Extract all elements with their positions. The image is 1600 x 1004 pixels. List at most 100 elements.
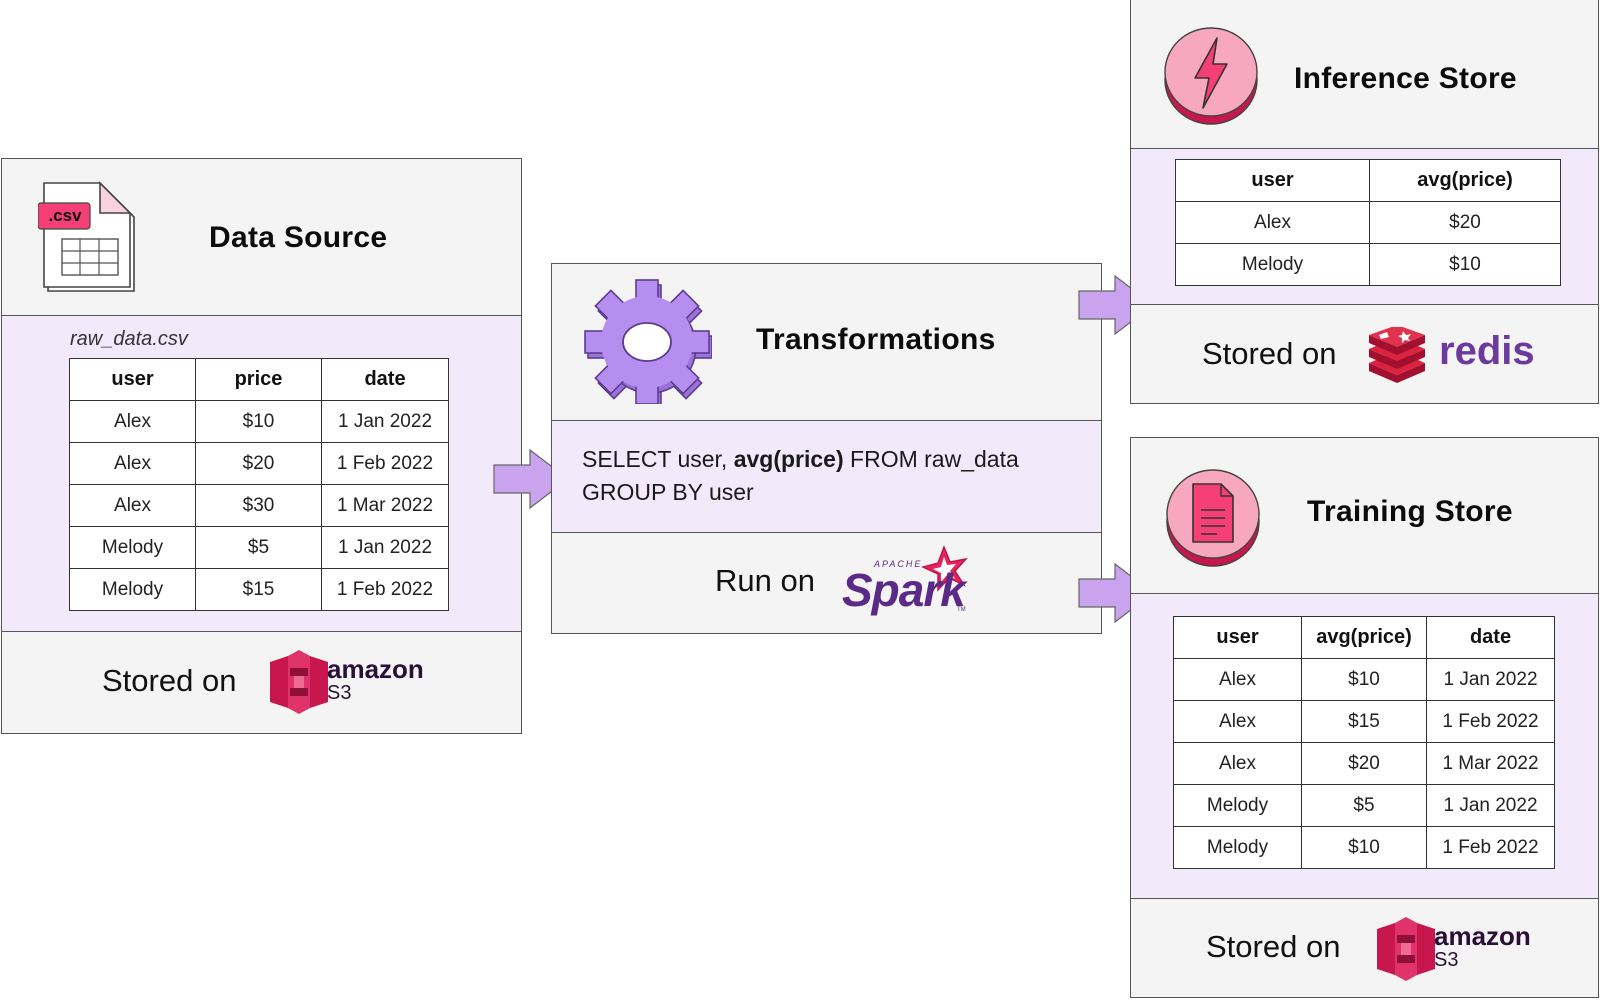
column-header: price [195, 358, 322, 401]
table-cell: 1 Feb 2022 [321, 442, 449, 485]
table-cell: Alex [1175, 201, 1370, 244]
apache-label: APACHE [874, 559, 923, 569]
table-cell: $10 [1301, 826, 1427, 869]
amazon-wordmark: amazon [1434, 921, 1531, 951]
table-cell: Melody [1173, 826, 1302, 869]
table-cell: 1 Feb 2022 [1426, 826, 1555, 869]
table-cell: $10 [195, 400, 322, 443]
sql-line-1: SELECT user, avg(price) FROM raw_data [582, 446, 1019, 472]
document-icon [1166, 469, 1260, 567]
redis-logo: redis [1365, 327, 1545, 387]
table-cell: $15 [1301, 700, 1427, 743]
transformations-body: SELECT user, avg(price) FROM raw_data GR… [552, 420, 1101, 532]
stored-on-label: Stored on [102, 663, 237, 698]
table-cell: Melody [69, 568, 196, 611]
column-header: avg(price) [1369, 159, 1561, 202]
column-header: avg(price) [1301, 616, 1427, 659]
column-header: date [321, 358, 449, 401]
training-store-title: Training Store [1307, 495, 1513, 528]
data-source-footer: Stored on amazon S3 [2, 631, 521, 733]
table-header-row: user price date [69, 358, 449, 401]
table-cell: $20 [195, 442, 322, 485]
amazon-s3-logo: amazon S3 [1371, 915, 1541, 985]
table-cell: 1 Jan 2022 [1426, 658, 1555, 701]
s3-wordmark: S3 [1434, 949, 1459, 971]
sql-line-2: GROUP BY user [582, 479, 754, 505]
table-cell: Alex [69, 442, 196, 485]
column-header: user [1175, 159, 1370, 202]
table-cell: Melody [69, 526, 196, 569]
training-store-footer: Stored on amazon S3 [1131, 898, 1598, 997]
table-header-row: user avg(price) [1175, 159, 1561, 202]
data-source-header: .csv Data Source [2, 159, 521, 315]
table-cell: $20 [1369, 201, 1561, 244]
table-cell: $10 [1369, 243, 1561, 286]
table-cell: 1 Jan 2022 [321, 526, 449, 569]
flow-arrow-icon [493, 448, 569, 510]
s3-wordmark: S3 [327, 682, 352, 704]
table-cell: $30 [195, 484, 322, 527]
sql-query: SELECT user, avg(price) FROM raw_data GR… [582, 443, 1019, 509]
table-cell: 1 Feb 2022 [1426, 700, 1555, 743]
stored-on-label: Stored on [1202, 336, 1337, 371]
redis-wordmark: redis [1439, 329, 1535, 373]
transformations-header: Transformations [552, 264, 1101, 420]
inference-store-title: Inference Store [1294, 62, 1517, 95]
data-source-title: Data Source [209, 221, 388, 254]
inference-table: user avg(price) Alex$20 Melody$10 [1175, 159, 1561, 286]
data-source-panel: .csv Data Source raw_data.csv user price… [1, 158, 522, 734]
table-cell: Alex [1173, 700, 1302, 743]
column-header: date [1426, 616, 1555, 659]
table-row: Alex$20 [1175, 201, 1561, 244]
inference-store-panel: Inference Store user avg(price) Alex$20 … [1130, 0, 1599, 404]
table-cell: Alex [1173, 658, 1302, 701]
table-cell: $10 [1301, 658, 1427, 701]
amazon-wordmark: amazon [327, 654, 424, 684]
lightning-icon [1164, 27, 1258, 125]
table-cell: Melody [1173, 784, 1302, 827]
transformations-title: Transformations [756, 323, 996, 356]
table-cell: $20 [1301, 742, 1427, 785]
gear-icon [584, 279, 712, 404]
inference-store-body: user avg(price) Alex$20 Melody$10 [1131, 148, 1598, 304]
transformations-panel: Transformations SELECT user, avg(price) … [551, 263, 1102, 634]
csv-badge-label: .csv [48, 206, 82, 225]
transformations-footer: Run on APACHE Spark TM [552, 532, 1101, 633]
table-cell: Alex [69, 484, 196, 527]
table-cell: 1 Feb 2022 [321, 568, 449, 611]
table-cell: 1 Mar 2022 [1426, 742, 1555, 785]
table-cell: 1 Mar 2022 [321, 484, 449, 527]
table-cell: Alex [69, 400, 196, 443]
table-cell: Alex [1173, 742, 1302, 785]
csv-file-icon: .csv [37, 179, 138, 299]
training-store-header: Training Store [1131, 438, 1598, 593]
column-header: user [69, 358, 196, 401]
apache-spark-logo: APACHE Spark TM [842, 545, 977, 625]
table-cell: $5 [195, 526, 322, 569]
spark-wordmark: Spark [842, 564, 966, 616]
stored-on-label: Stored on [1206, 929, 1341, 964]
table-header-row: user avg(price) date [1173, 616, 1555, 659]
table-cell: 1 Jan 2022 [321, 400, 449, 443]
trademark-mark: TM [957, 607, 966, 613]
sql-aggregate: avg(price) [733, 446, 844, 472]
inference-store-footer: Stored on redis [1131, 304, 1598, 402]
table-cell: $15 [195, 568, 322, 611]
table-cell: $5 [1301, 784, 1427, 827]
table-row: Melody$10 [1175, 243, 1561, 286]
inference-store-header: Inference Store [1131, 0, 1598, 148]
